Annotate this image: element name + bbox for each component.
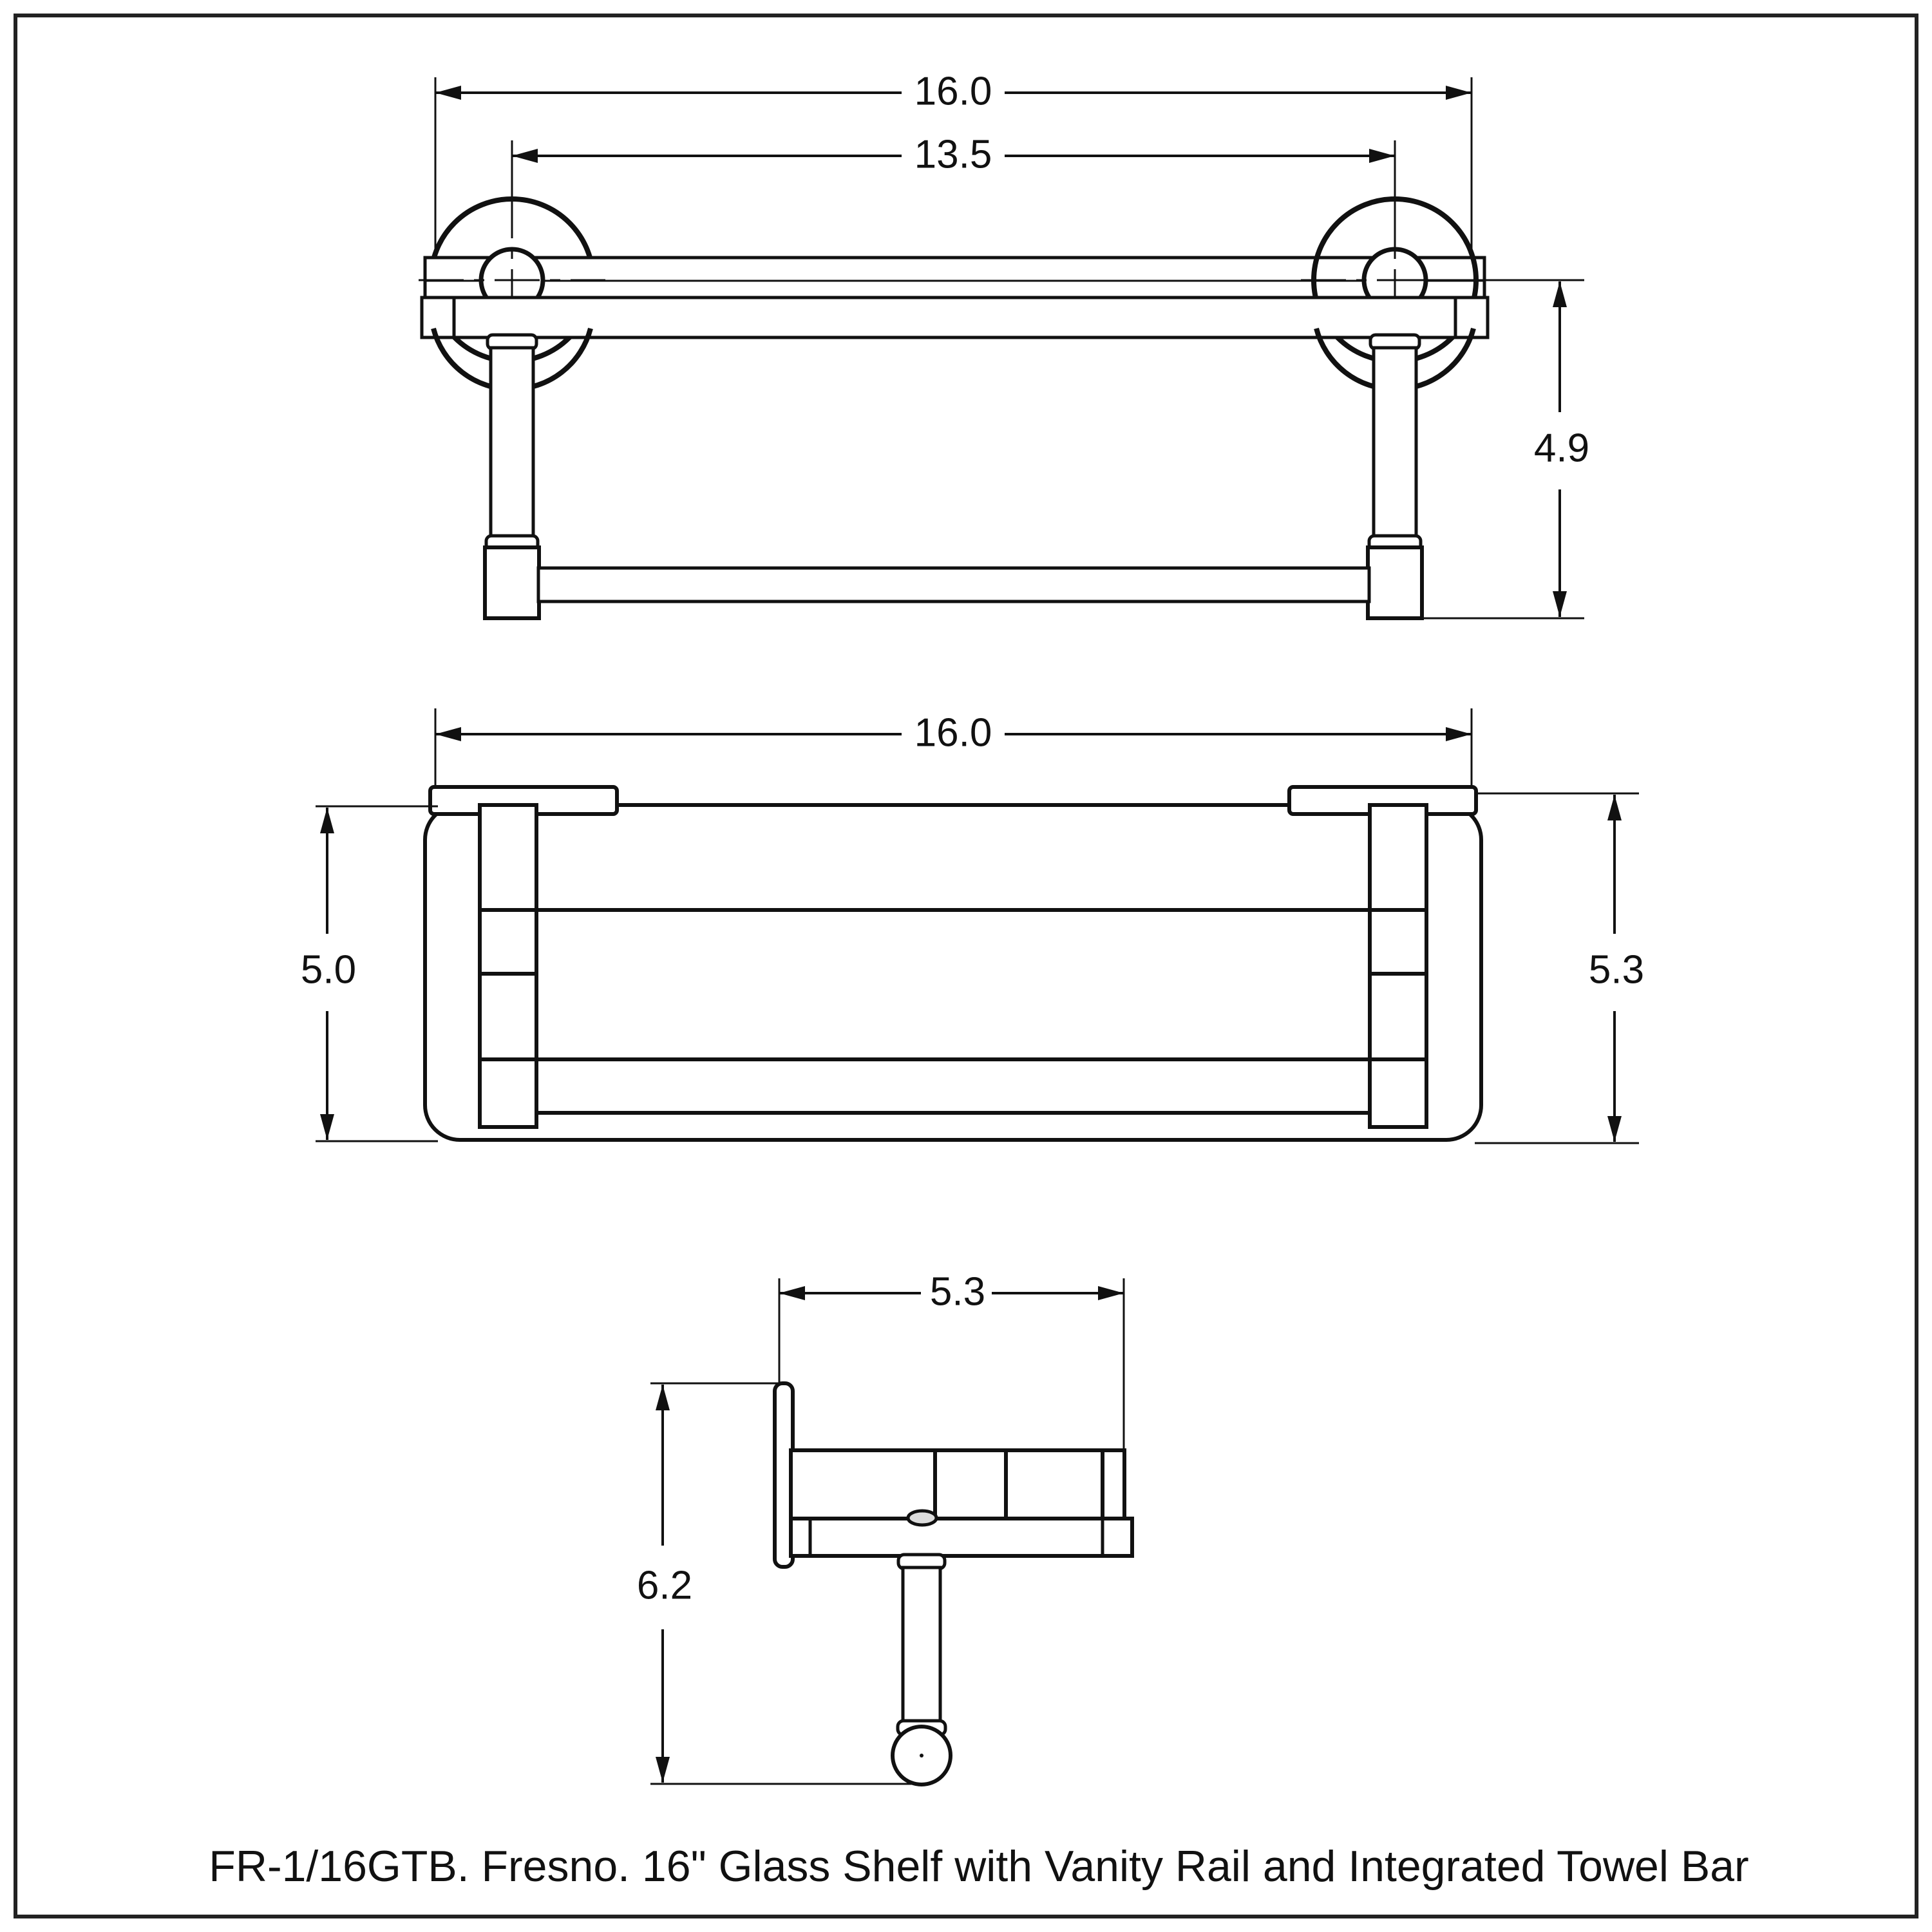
dim-label-plan-outer-depth: 5.3	[1589, 947, 1644, 992]
dim-label-plan-overall-width: 16.0	[914, 710, 992, 755]
sheet-border	[14, 14, 1918, 1918]
front-elevation-view: 16.0 13.5	[419, 69, 1589, 620]
towel-bar-tube	[536, 566, 1371, 603]
left-towel-bar-block	[483, 545, 541, 620]
right-post-shaft	[1372, 346, 1418, 543]
top-plan-view: 16.0	[301, 708, 1644, 1144]
left-bracket-arm-plan	[478, 803, 538, 1129]
drawing-caption: FR-1/16GTB. Fresno. 16" Glass Shelf with…	[209, 1842, 1748, 1891]
right-bracket-arm-plan	[1368, 803, 1428, 1129]
dim-label-side-overall-height: 6.2	[637, 1563, 692, 1607]
glass-shelf-right-endcap	[1454, 296, 1490, 339]
glass-shelf-left-endcap	[420, 296, 456, 339]
side-glass-shelf-plate	[789, 1517, 1134, 1558]
dim-label-front-overall-width: 16.0	[914, 69, 992, 113]
right-towel-bar-block	[1366, 545, 1424, 620]
glass-shelf-front-edge	[420, 296, 1490, 339]
side-bracket-body	[789, 1448, 1126, 1520]
left-post-shaft	[489, 346, 535, 543]
side-post-shaft	[901, 1566, 942, 1727]
dim-label-side-projection: 5.3	[930, 1269, 985, 1314]
side-profile-view: 5.3 6.2	[637, 1269, 1134, 1786]
dim-label-front-overall-height: 4.9	[1534, 426, 1589, 470]
dim-label-front-mount-spacing: 13.5	[914, 132, 992, 176]
dim-label-plan-inner-depth: 5.0	[301, 947, 356, 992]
side-ball-finial-center-dot	[920, 1754, 923, 1757]
glass-shelf-plan-outline	[423, 803, 1483, 1142]
vanity-rail-upper-tube	[423, 256, 1486, 299]
side-fastener-boss	[906, 1509, 938, 1527]
